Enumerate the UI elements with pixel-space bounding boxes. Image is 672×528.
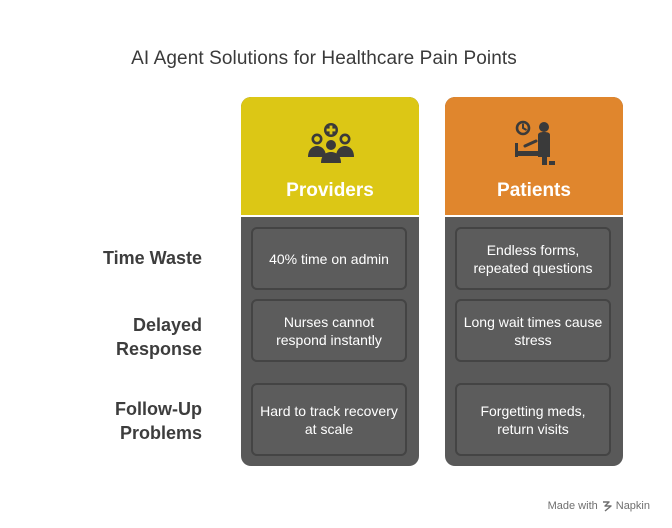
providers-header: Providers [241,97,419,217]
patients-follow-up-cell: Forgetting meds, return visits [455,383,611,456]
patients-delayed-response-cell: Long wait times cause stress [455,299,611,362]
napkin-logo-icon [602,500,612,512]
diagram-title: AI Agent Solutions for Healthcare Pain P… [131,48,517,69]
healthcare-team-icon [308,123,354,163]
providers-title: Providers [286,180,374,201]
row-label-follow-up-problems: Follow-Up Problems [115,399,202,443]
row-label-time-waste: Time Waste [102,248,202,268]
patients-header: Patients [445,97,623,217]
napkin-brand-text: Napkin [615,500,650,512]
made-with-napkin[interactable]: Made with Napkin [548,500,650,512]
providers-delayed-response-cell: Nurses cannot respond instantly [251,299,407,362]
providers-follow-up-cell: Hard to track recovery at scale [251,383,407,456]
patient-waiting-icon [515,120,555,165]
made-with-text: Made with [547,500,598,512]
patients-time-waste-cell: Endless forms, repeated questions [455,227,611,290]
providers-column: Providers 40% time on admin Nurses canno… [241,97,419,466]
patients-column: Patients Endless forms, repeated questio… [445,97,623,466]
row-label-delayed-response: Delayed Response [115,315,202,359]
providers-time-waste-cell: 40% time on admin [251,227,407,290]
patients-title: Patients [497,180,571,201]
